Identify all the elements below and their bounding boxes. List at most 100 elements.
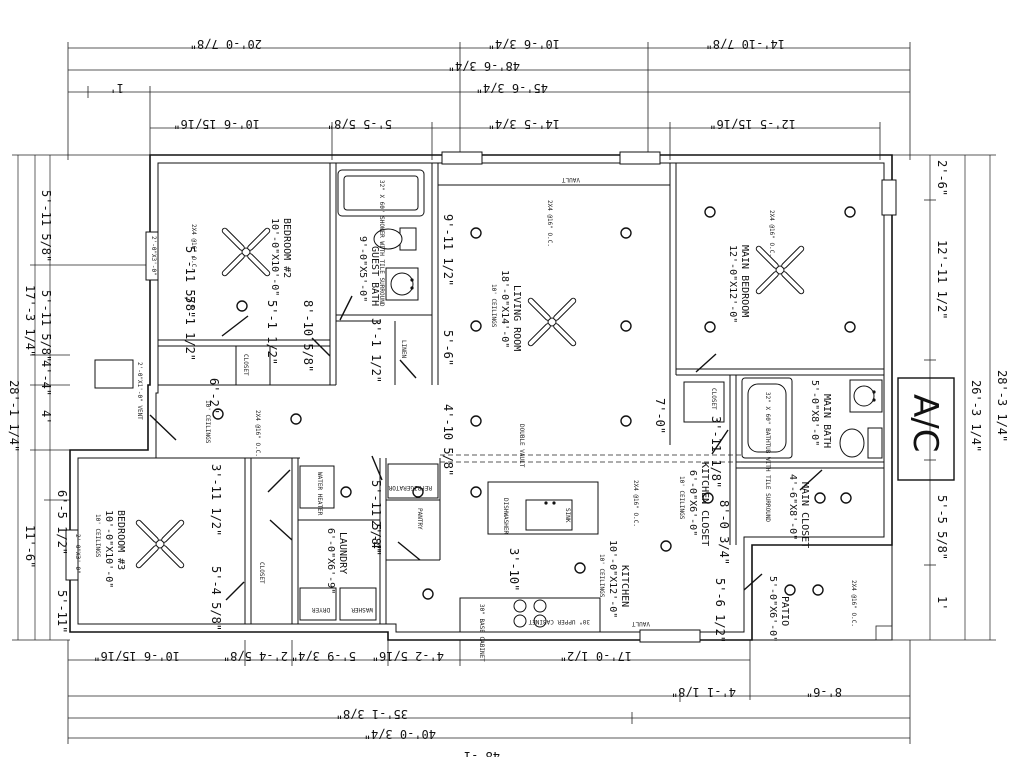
can-light-icon [290,413,302,425]
room-laundry-size: 6'-0"X6'-9" [325,528,336,594]
dim-left-8: 5'-11" [55,590,69,633]
can-light-icon [784,584,796,596]
room-main-bath-size: 5'-0"X8'-0" [809,380,820,446]
label-pantry: PANTRY [416,508,423,530]
ceiling-fans [135,227,805,569]
dim-inner-8: 3'-11 1/2" [209,464,223,536]
dim-bottom-1: 2'-4 5/8" [223,649,288,663]
dim-bottom-6: 8'-6" [806,685,842,699]
dim-top-3: 48'-6 3/4" [448,59,520,73]
dim-inner-2: 5'-1 1/2" [183,296,197,361]
room-kitchen-closet-ceiling: 10' CEILINGS [678,476,685,520]
dim-inner-0: 9'-11 1/2" [441,214,455,286]
dim-right-5: 1' [935,596,949,610]
dim-inner-9: 5'-4 5/8" [209,566,223,631]
dim-inner-13: 6'-2" [207,378,221,414]
can-light-icon [844,321,856,333]
can-light-icon [340,486,352,498]
label-tub-note: 32" X 60" BATHTUB WITH TILE SURROUND [764,392,771,522]
room-main-closet-size: 4'-6"X8'-0" [787,474,798,540]
room-kitchen-closet-size: 6'-0"X6'-0" [687,470,698,536]
dim-inner-5: 5'-6" [441,330,455,366]
can-lights [212,206,856,600]
label-vent: 2'-0"X1'-0" VENT [136,362,143,420]
dim-left-2: 17'-3 1/4" [23,285,37,357]
room-bedroom-3-ceiling: 10' CEILINGS [94,514,101,558]
room-guest-bath-size: 9'-0"X5'-0" [357,236,368,302]
can-light-icon [620,320,632,332]
can-light-icon [574,562,586,574]
label-refrigerator: REFRIGERATOR [388,484,432,491]
dim-left-1: 5'-11 5/8" [39,290,53,362]
dim-right-4: 5'-5 5/8" [935,495,949,560]
label-base-cabinet: 30" BASE CABINET [478,604,485,662]
can-light-icon [470,415,482,427]
dim-inner-14: 5'-11 5/8" [369,480,383,552]
dim-inner-3: 8'-10 5/8" [301,300,315,372]
label-washer: WASHER [351,606,373,613]
dim-left-4: 4'-4" [39,360,53,396]
dim-bottom-2: 5'-9 3/4" [291,649,356,663]
can-light-icon [840,492,852,504]
room-kitchen-size: 10'-0"X12'-0" [607,540,618,618]
can-light-icon [470,486,482,498]
dim-inner-15: 3'-11 1/8" [709,416,723,488]
label-dryer: DRYER [312,606,330,613]
room-living: LIVING ROOM [511,285,522,351]
fixtures [299,169,883,633]
can-light-icon [702,492,714,504]
water-heater [299,465,335,509]
dim-bottom-4: 17'-0 1/2" [560,649,632,663]
dim-left-3: 28'-1 1/4" [7,380,21,452]
dim-left-7: 11'-6" [23,525,37,568]
room-bedroom-3: BEDROOM #3 [115,510,126,570]
dim-inner-6: 4'-10 5/8" [441,404,455,476]
can-light-icon [660,540,672,552]
label-shower-note: 32" X 60" SHOWER WITH TILE SURROUND [378,180,385,307]
room-living-ceiling: 10' CEILINGS [490,284,497,328]
can-light-icon [814,492,826,504]
washer [339,587,377,621]
label-fan-note-main: 2X4 @16" O.C. [768,210,775,257]
label-closet-bed3: CLOSET [258,562,265,584]
closet-shelf [683,381,725,423]
can-light-icon [844,206,856,218]
dim-inner-7: 8'-0 3/4" [717,500,731,565]
dim-right-1: 12'-11 1/2" [935,240,949,319]
dim-top-5: 1' [110,81,124,95]
ac-label: A/C [905,394,945,452]
dim-bottom-5: 4'-1 1/8" [671,685,736,699]
dim-bottom-8: 40'-0 3/4" [364,727,436,741]
dim-bottom-3: 4'-2 5/16" [372,649,444,663]
dim-inner-16: 2'-4" [369,520,383,556]
room-main-bedroom-size: 12'-0"X12'-0" [727,245,738,323]
can-light-icon [704,206,716,218]
ceiling-fan-icon [527,297,577,347]
dim-bottom-7: 35'-1 3/8" [336,707,408,721]
label-closet-bed2: CLOSET [242,354,249,376]
dim-top-1: 10'-6 3/4" [488,37,560,51]
dim-left-5: 6'-5 1/2" [55,490,69,555]
label-closet-kitchen: CLOSET [710,388,717,410]
main-toilet [867,427,883,459]
can-light-icon [236,300,248,312]
label-fan-note-kitchen: 2X4 @16" O.C. [632,480,639,527]
label-fan-note-bed2: 2X4 @16" O.C. [190,224,197,271]
room-living-size: 18'-0"X14'-0" [499,270,510,348]
room-patio-size: 5'-0"X6'-0" [767,576,778,642]
ceiling-fan-icon [755,245,805,295]
label-fan-note-hall: 2X4 @16" O.C. [254,410,261,457]
can-light-icon [212,408,224,420]
dimension-text: 20'-0 7/8" 10'-6 3/4" 14'-10 7/8" 48'-6 … [7,37,1009,757]
room-laundry: LAUNDRY [337,532,348,574]
room-bedroom-2-size: 10'-0"X10'-0" [269,218,280,296]
can-light-icon [412,486,424,498]
label-window-bed2: 2'-0"X3'-0" [150,236,157,276]
label-fan-note-patio: 2X4 @16" O.C. [850,580,857,627]
can-light-icon [470,320,482,332]
ceiling-fan-icon [221,227,271,277]
dim-inner-12: 5'-6 1/2" [713,578,727,643]
can-light-icon [620,415,632,427]
room-main-bath: MAIN BATH [821,394,832,448]
label-vault-bottom: VAULT [632,620,650,627]
